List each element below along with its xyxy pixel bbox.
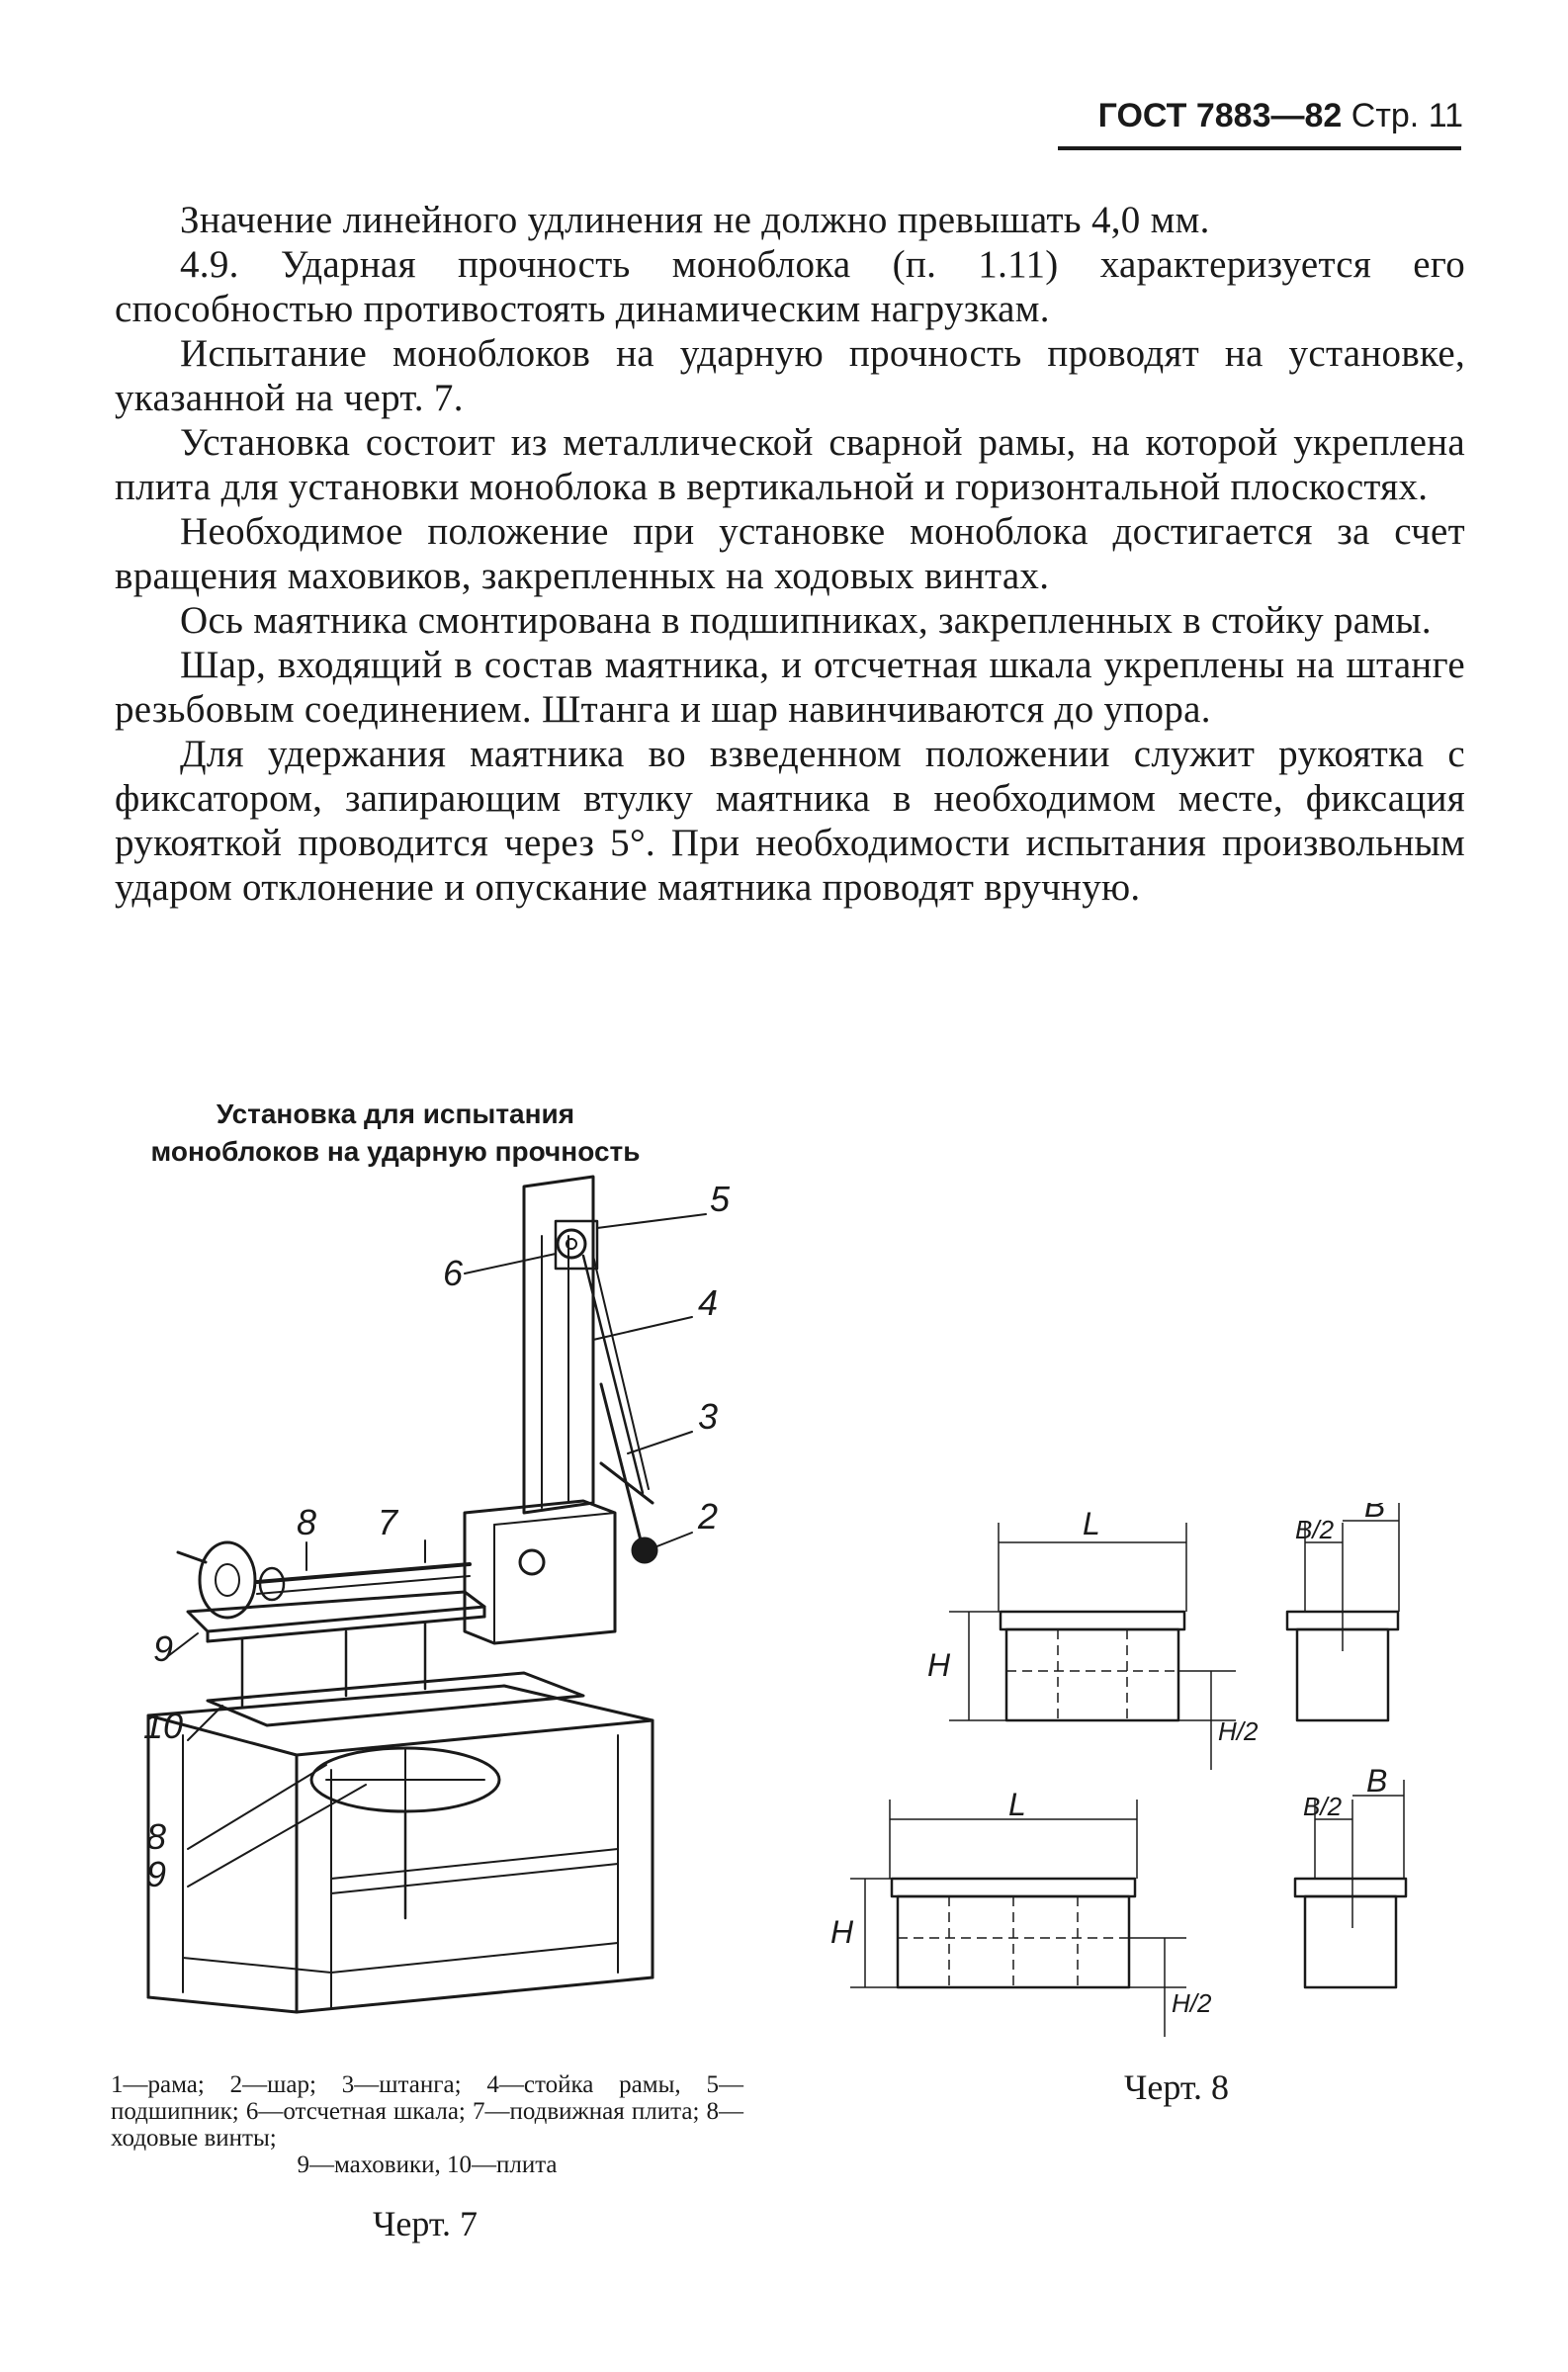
callout-leader <box>592 1316 693 1341</box>
paragraph-position: Необходимое положение при установке моно… <box>115 510 1465 597</box>
head-block <box>463 1499 617 1645</box>
paragraph-impact-strength: 4.9. Ударная прочность моноблока (п. 1.1… <box>115 243 1465 330</box>
dim-L-bottom: L <box>1008 1787 1026 1822</box>
handwheel-hub <box>215 1563 240 1597</box>
callout-leader <box>187 1764 327 1850</box>
header-rule <box>1058 146 1461 150</box>
block-horizontal-2 <box>850 1800 1186 2037</box>
lead-screw <box>255 1562 472 1584</box>
callout-leader <box>653 1532 693 1548</box>
callout-label: 4 <box>698 1282 718 1323</box>
page-number: Стр. 11 <box>1350 97 1463 134</box>
block-vertical-1 <box>1285 1503 1400 1722</box>
body-text: Значение линейного удлинения не должно п… <box>115 198 1465 910</box>
callout-label: 9 <box>153 1628 173 1669</box>
frame-crossbar <box>330 1863 619 1894</box>
frame-bottom-inner <box>330 1942 619 1974</box>
block-horizontal-1 <box>949 1523 1236 1770</box>
figure7-caption-last: 9—маховики, 10—плита <box>297 2152 558 2178</box>
callout-label: 8 <box>146 1816 166 1857</box>
head-block-hub <box>518 1548 546 1576</box>
callout-leader <box>167 1632 199 1657</box>
callout-label: 9 <box>146 1854 166 1894</box>
dim-B-half-top: B/2 <box>1295 1515 1335 1544</box>
figure7-apparatus-drawing: 5 6 4 3 2 8 7 9 10 8 9 <box>143 1175 731 2014</box>
frame-crossbar <box>330 1848 619 1880</box>
movable-plate <box>186 1590 486 1633</box>
paragraph-frame: Установка состоит из металлической сварн… <box>115 421 1465 508</box>
dim-H-top: H <box>927 1647 951 1683</box>
callout-leader <box>627 1431 693 1454</box>
base-plate <box>206 1671 585 1727</box>
dim-B-bottom: B <box>1366 1763 1387 1799</box>
pendulum-rod-edge <box>592 1255 650 1490</box>
stand-column <box>522 1175 595 1515</box>
callout-label: 8 <box>297 1502 316 1542</box>
figure7-label: Черт. 7 <box>373 2204 478 2243</box>
pendulum-arm <box>599 1382 643 1542</box>
head-block-edge <box>493 1512 616 1526</box>
paragraph-elongation: Значение линейного удлинения не должно п… <box>180 199 1210 241</box>
callout-leader <box>187 1705 223 1741</box>
block-vertical-2 <box>1293 1780 1408 1989</box>
bearing-housing <box>554 1219 599 1271</box>
frame-bottom <box>295 1976 654 2014</box>
paragraph-ball: Шар, входящий в состав маятника, и отсче… <box>115 644 1465 731</box>
paragraph-axis: Ось маятника смонтирована в подшипниках,… <box>180 599 1432 642</box>
callout-label: 7 <box>378 1502 399 1542</box>
callout-label: 3 <box>698 1396 718 1437</box>
ball-icon <box>631 1537 658 1564</box>
callout-label: 2 <box>697 1496 718 1537</box>
lead-screw-edge <box>256 1575 471 1595</box>
dim-L-top: L <box>1083 1506 1100 1541</box>
callout-label: 6 <box>443 1253 464 1293</box>
movable-plate-edge <box>206 1615 486 1643</box>
callout-leader <box>187 1784 367 1888</box>
paragraph-handle: Для удержания маятника во взведенном пол… <box>115 733 1465 909</box>
callout-label: 10 <box>143 1706 183 1746</box>
figure7-title-line1: Установка для испытания <box>216 1098 575 1129</box>
callout-leader <box>596 1213 707 1229</box>
screw-collar <box>258 1566 286 1602</box>
figure7-title-line2: моноблоков на ударную прочность <box>150 1136 641 1167</box>
dim-H-half-bottom: H/2 <box>1172 1988 1212 2018</box>
figure8-mounting-diagram: L H H/2 B B/2 L H H/2 B B/2 <box>830 1503 1408 2037</box>
callout-label: 5 <box>710 1179 731 1219</box>
dim-H-bottom: H <box>830 1914 854 1950</box>
handwheel-handle <box>176 1550 208 1564</box>
figure7-title: Установка для испытания моноблоков на уд… <box>99 1096 692 1171</box>
dim-B-half-bottom: B/2 <box>1303 1792 1343 1821</box>
handwheel-icon <box>198 1540 257 1620</box>
page-header: ГОСТ 7883—82 Стр. 11 <box>1058 97 1463 135</box>
dim-H-half-top: H/2 <box>1218 1716 1259 1746</box>
frame-bottom-inner <box>182 1957 332 1974</box>
standard-number: ГОСТ 7883—82 <box>1097 97 1343 134</box>
pendulum-rod <box>581 1254 645 1495</box>
figure8-label: Черт. 8 <box>1124 2067 1229 2107</box>
figure7-caption: 1—рама; 2—шар; 3—штанга; 4—стойка рамы, … <box>111 2071 743 2152</box>
callout-leader <box>464 1253 557 1274</box>
bearing-center <box>566 1238 577 1250</box>
paragraph-test-setup: Испытание моноблоков на ударную прочност… <box>115 332 1465 419</box>
frame-bottom <box>146 1995 299 2014</box>
scale-gear-icon <box>556 1228 587 1260</box>
dim-B-top: B <box>1364 1503 1385 1524</box>
